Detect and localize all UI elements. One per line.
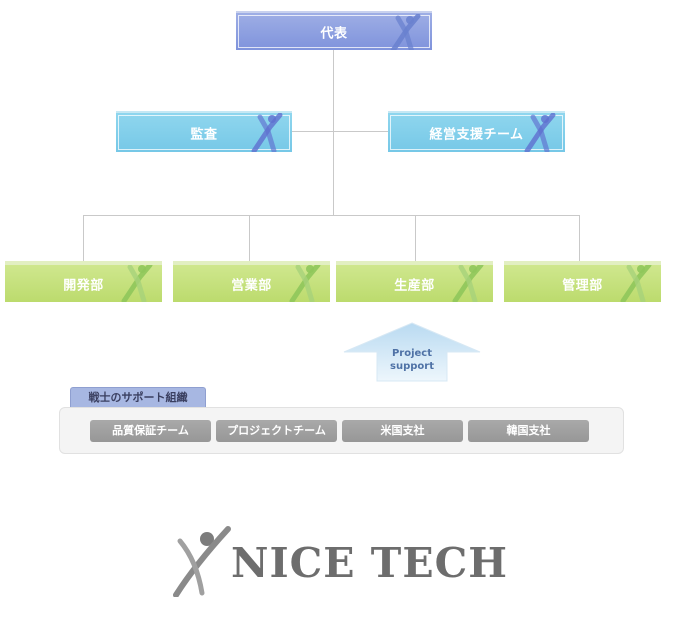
connector-department-bus xyxy=(83,215,580,216)
figure-mark-icon xyxy=(620,265,652,302)
figure-mark-icon xyxy=(289,265,321,302)
connector-dept-1 xyxy=(83,215,84,262)
connector-dept-4 xyxy=(579,215,580,262)
connector-rep-down xyxy=(333,50,334,216)
figure-mark-icon xyxy=(452,265,484,302)
figure-mark-icon xyxy=(121,265,153,302)
support-item-quality-assurance: 品質保証チーム xyxy=(90,420,211,442)
node-audit: 監査 xyxy=(116,111,292,152)
logo-text: NICE TECH xyxy=(231,539,508,587)
arrow-label-line2: support xyxy=(390,361,434,372)
support-item-us-branch: 米国支社 xyxy=(342,420,463,442)
node-label: 監査 xyxy=(190,127,218,142)
node-management-support-team: 経営支援チーム xyxy=(388,111,565,152)
support-org-title: 戦士のサポート組織 xyxy=(70,387,206,407)
node-department-administration: 管理部 xyxy=(504,261,661,302)
node-department-production: 生産部 xyxy=(336,261,493,302)
node-department-sales: 営業部 xyxy=(173,261,330,302)
arrow-label-line1: Project xyxy=(392,348,432,359)
node-label: 管理部 xyxy=(562,278,603,293)
node-label: 開発部 xyxy=(63,278,104,293)
support-item-project-team: プロジェクトチーム xyxy=(216,420,337,442)
figure-mark-icon xyxy=(251,113,283,152)
node-label: 代表 xyxy=(320,26,348,41)
node-department-development: 開発部 xyxy=(5,261,162,302)
figure-mark-icon xyxy=(390,14,421,50)
nice-tech-logo-icon xyxy=(173,526,231,597)
connector-dept-2 xyxy=(249,215,250,262)
connector-second-tier xyxy=(292,131,389,132)
project-support-arrow: Project support xyxy=(343,322,481,382)
node-label: 営業部 xyxy=(231,278,272,293)
node-label: 生産部 xyxy=(394,278,435,293)
connector-dept-3 xyxy=(415,215,416,262)
support-item-korea-branch: 韓国支社 xyxy=(468,420,589,442)
figure-mark-icon xyxy=(524,113,556,152)
node-representative: 代表 xyxy=(236,11,432,50)
node-label: 経営支援チーム xyxy=(429,127,524,142)
